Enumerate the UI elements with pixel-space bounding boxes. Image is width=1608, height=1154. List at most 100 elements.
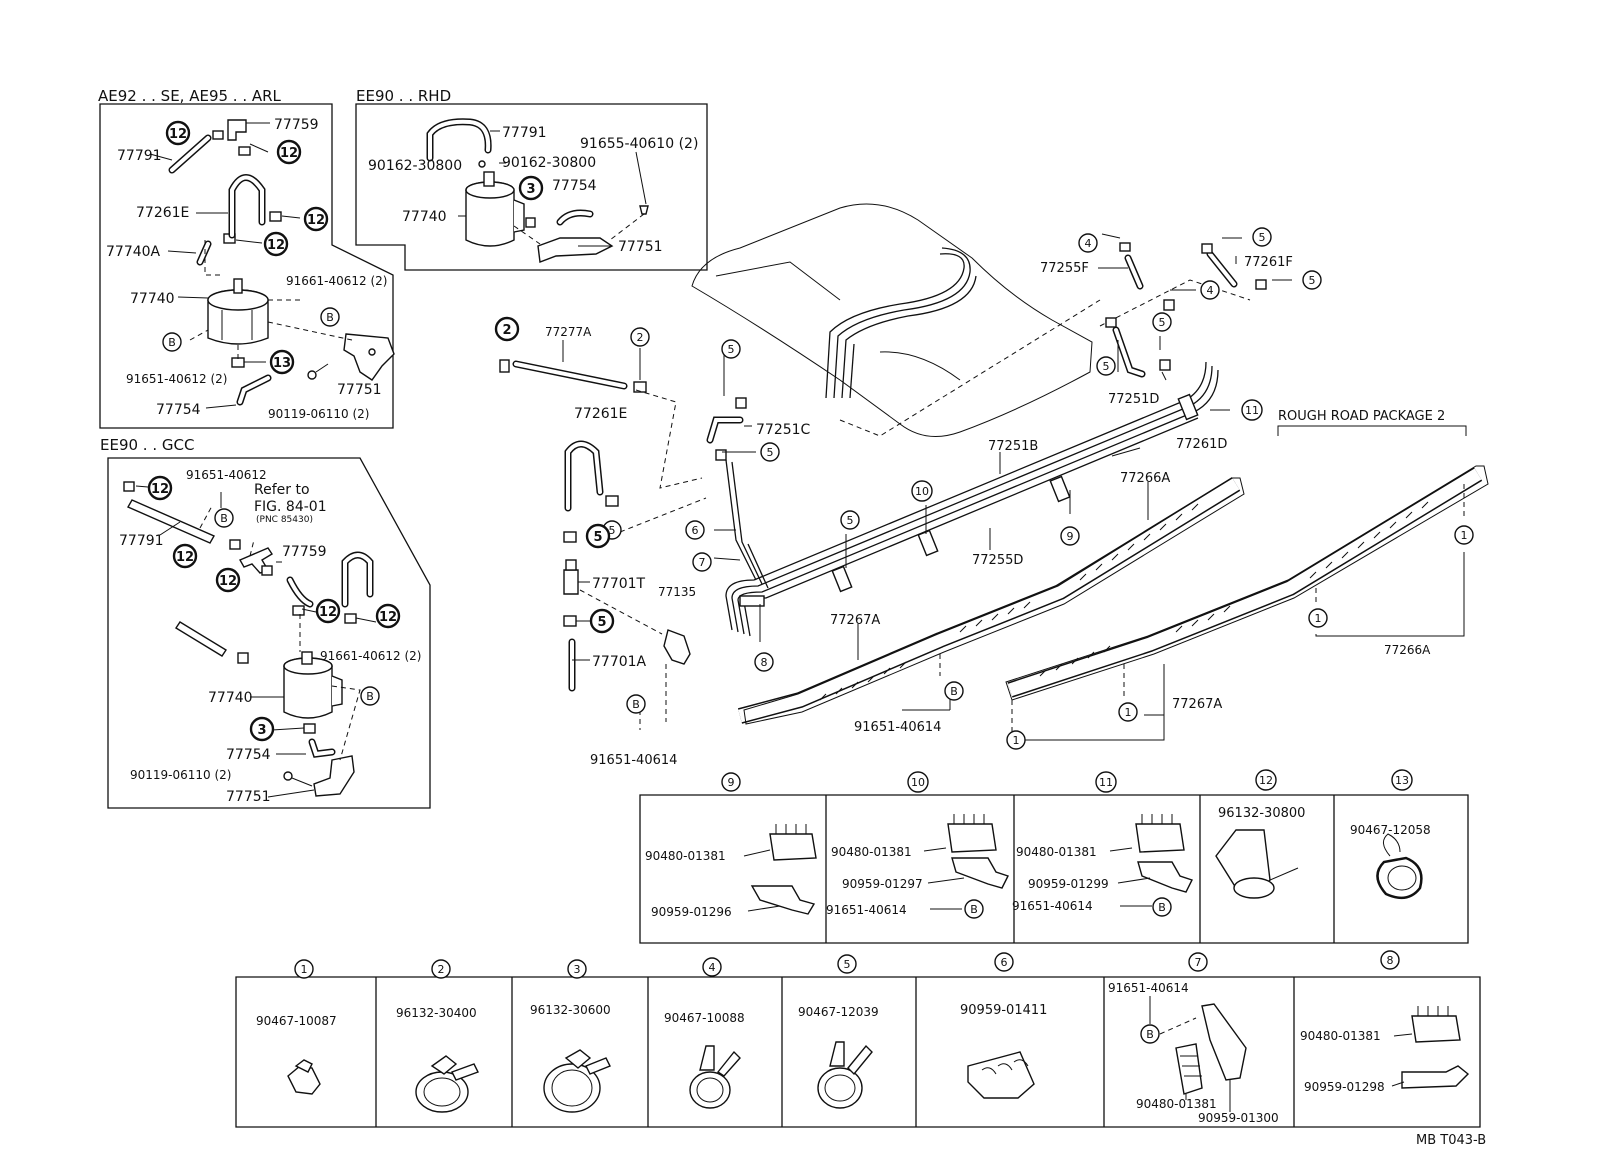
svg-text:13: 13 — [273, 356, 291, 371]
callout-3: 3 — [518, 175, 544, 201]
callout-1: 1 — [1118, 702, 1138, 722]
svg-text:2: 2 — [637, 331, 644, 344]
label-77701t: 77701T — [592, 576, 646, 592]
callout-5: 5 — [1302, 270, 1322, 290]
callout-b: B — [360, 686, 380, 706]
label-77251d: 77251D — [1108, 392, 1159, 407]
callout-5: 5 — [585, 523, 611, 549]
callout-11: 11 — [1241, 399, 1263, 421]
callout-5: 5 — [840, 510, 860, 530]
svg-text:B: B — [326, 311, 334, 324]
label-77267a: 77267A — [830, 613, 880, 628]
callout-6: 6 — [685, 520, 705, 540]
parts-table-bottom: 1 2 3 4 5 6 7 8 90467-10087 96132-30400 … — [235, 950, 1481, 1128]
label-90119: 90119-06110 (2) — [130, 768, 232, 782]
callout-b: B — [214, 508, 234, 528]
svg-text:5: 5 — [844, 958, 851, 971]
callout-b: B — [944, 681, 964, 701]
svg-text:1: 1 — [1315, 612, 1322, 625]
section-rough-road: ROUGH ROAD PACKAGE 2 — [1277, 409, 1467, 436]
callout-12: 12 — [263, 231, 289, 257]
section-ae92: AE92 . . SE, AE95 . . ARL — [98, 87, 394, 429]
table-top-10-part-1: 90480-01381 — [831, 845, 912, 859]
callout-b: B — [162, 332, 182, 352]
table-bottom-header-5: 5 — [837, 954, 857, 974]
ee90-rhd-parts: 77791 90162-30800 90162-30800 91655-4061… — [368, 118, 698, 263]
callout-b: B — [1152, 897, 1172, 917]
callout-12: 12 — [147, 475, 173, 501]
svg-text:1: 1 — [1461, 529, 1468, 542]
label-77751: 77751 — [337, 382, 382, 398]
svg-text:12: 12 — [307, 213, 325, 228]
table-bottom-3-part-1: 96132-30600 — [530, 1003, 611, 1017]
callout-5: 5 — [760, 442, 780, 462]
svg-text:2: 2 — [438, 963, 445, 976]
label-77751: 77751 — [618, 239, 663, 255]
label-77740: 77740 — [402, 209, 447, 225]
svg-text:12: 12 — [267, 238, 285, 253]
svg-text:12: 12 — [1259, 774, 1273, 787]
table-top-11-part-1: 90480-01381 — [1016, 845, 1097, 859]
table-bottom-header-2: 2 — [431, 959, 451, 979]
svg-text:3: 3 — [574, 963, 581, 976]
callout-7: 7 — [692, 552, 712, 572]
svg-text:12: 12 — [379, 610, 397, 625]
svg-text:B: B — [632, 698, 640, 711]
label-pnc-ref: (PNC 85430) — [256, 515, 313, 525]
svg-text:B: B — [1158, 901, 1166, 914]
svg-text:5: 5 — [597, 615, 606, 630]
table-top-9-part-1: 90480-01381 — [645, 849, 726, 863]
callout-5: 5 — [1252, 227, 1272, 247]
label-77267a-right: 77267A — [1172, 697, 1222, 712]
table-bottom-8-part-2: 90959-01298 — [1304, 1080, 1385, 1094]
callout-2: 2 — [630, 327, 650, 347]
label-91651: 91651-40612 — [186, 468, 267, 482]
svg-text:11: 11 — [1245, 404, 1259, 417]
table-bottom-header-7: 7 — [1188, 952, 1208, 972]
svg-text:10: 10 — [911, 776, 925, 789]
svg-text:5: 5 — [609, 524, 616, 537]
label-77255d: 77255D — [972, 553, 1023, 568]
svg-text:12: 12 — [319, 605, 337, 620]
table-bottom-5-part-1: 90467-12039 — [798, 1005, 879, 1019]
callout-5: 5 — [1096, 356, 1116, 376]
table-bottom-7-part-2: 90480-01381 — [1136, 1097, 1217, 1111]
section-title-ae92: AE92 . . SE, AE95 . . ARL — [98, 87, 282, 105]
label-77277a: 77277A — [545, 325, 592, 339]
callout-12: 12 — [375, 603, 401, 629]
table-bottom-header-6: 6 — [994, 952, 1014, 972]
label-91661: 91661-40612 (2) — [320, 649, 422, 663]
svg-text:4: 4 — [1207, 284, 1214, 297]
label-90162-left: 90162-30800 — [368, 158, 462, 174]
svg-text:4: 4 — [1085, 237, 1092, 250]
table-bottom-header-3: 3 — [567, 959, 587, 979]
ee90-gcc-parts: 91651-40612 Refer to FIG. 84-01 (PNC 854… — [119, 468, 422, 805]
table-bottom-7-part-1: 91651-40614 — [1108, 981, 1189, 995]
main-assembly: 77277A 77261E 77251C 77701T 77135 77701A… — [494, 203, 1489, 768]
table-bottom-2-part-1: 96132-30400 — [396, 1006, 477, 1020]
table-bottom-header-4: 4 — [702, 957, 722, 977]
svg-text:7: 7 — [1195, 956, 1202, 969]
label-77754: 77754 — [226, 747, 271, 763]
svg-text:12: 12 — [176, 550, 194, 565]
svg-text:5: 5 — [728, 343, 735, 356]
label-77261e: 77261E — [136, 205, 189, 221]
svg-text:7: 7 — [699, 556, 706, 569]
svg-text:10: 10 — [915, 485, 929, 498]
table-top-header-11: 11 — [1095, 771, 1117, 793]
svg-text:9: 9 — [1067, 530, 1074, 543]
label-77791: 77791 — [119, 533, 164, 549]
label-77266a-right: 77266A — [1384, 643, 1431, 657]
table-bottom-header-8: 8 — [1380, 950, 1400, 970]
label-77251c: 77251C — [756, 422, 811, 438]
svg-text:5: 5 — [1103, 360, 1110, 373]
label-fig-ref: FIG. 84-01 — [254, 499, 327, 515]
table-top-11-part-2: 90959-01299 — [1028, 877, 1109, 891]
table-top-10-part-2: 90959-01297 — [842, 877, 923, 891]
table-top-header-12: 12 — [1255, 769, 1277, 791]
callout-b: B — [1140, 1024, 1160, 1044]
svg-text:B: B — [1146, 1028, 1154, 1041]
label-77791: 77791 — [502, 125, 547, 141]
label-77740a: 77740A — [106, 244, 161, 260]
table-bottom-8-part-1: 90480-01381 — [1300, 1029, 1381, 1043]
